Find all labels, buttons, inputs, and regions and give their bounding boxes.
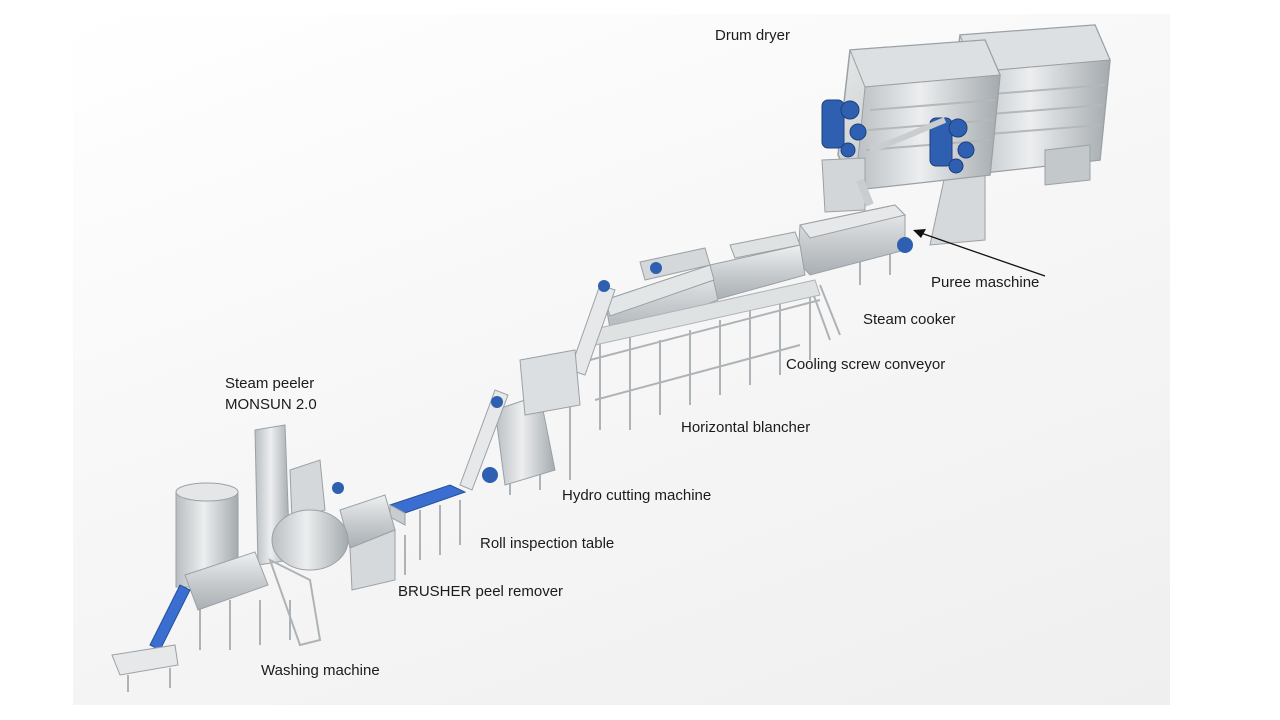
label-hydro-cutting-machine: Hydro cutting machine [562, 487, 712, 504]
label-roll-inspection-table: Roll inspection table [480, 535, 615, 552]
incline-conveyor-blancher [569, 280, 616, 376]
label-brusher-peel-remover: BRUSHER peel remover [398, 583, 564, 600]
label-steam-peeler-model: MONSUN 2.0 [225, 396, 317, 413]
horizontal-blancher-unit [589, 247, 821, 346]
label-steam-cooker: Steam cooker [863, 311, 956, 328]
steam-peeler-unit [254, 424, 349, 571]
washing-machine-unit [111, 551, 322, 692]
cooling-screw-conveyor-unit [709, 231, 806, 301]
label-washing-machine: Washing machine [261, 662, 380, 679]
label-steam-peeler: Steam peeler [225, 375, 315, 392]
label-puree-machine: Puree maschine [931, 274, 1040, 291]
brusher-peel-remover-unit [339, 494, 396, 591]
drum-dryer-unit [821, 24, 1111, 246]
puree-pointer-arrow [913, 229, 926, 238]
label-horizontal-blancher: Horizontal blancher [681, 419, 811, 436]
roll-inspection-table-unit [388, 484, 467, 526]
label-cooling-screw-conveyor: Cooling screw conveyor [786, 356, 946, 373]
puree-pointer-line [917, 231, 1046, 277]
label-drum-dryer: Drum dryer [715, 27, 791, 44]
hydro-cutting-machine-unit [459, 349, 581, 491]
